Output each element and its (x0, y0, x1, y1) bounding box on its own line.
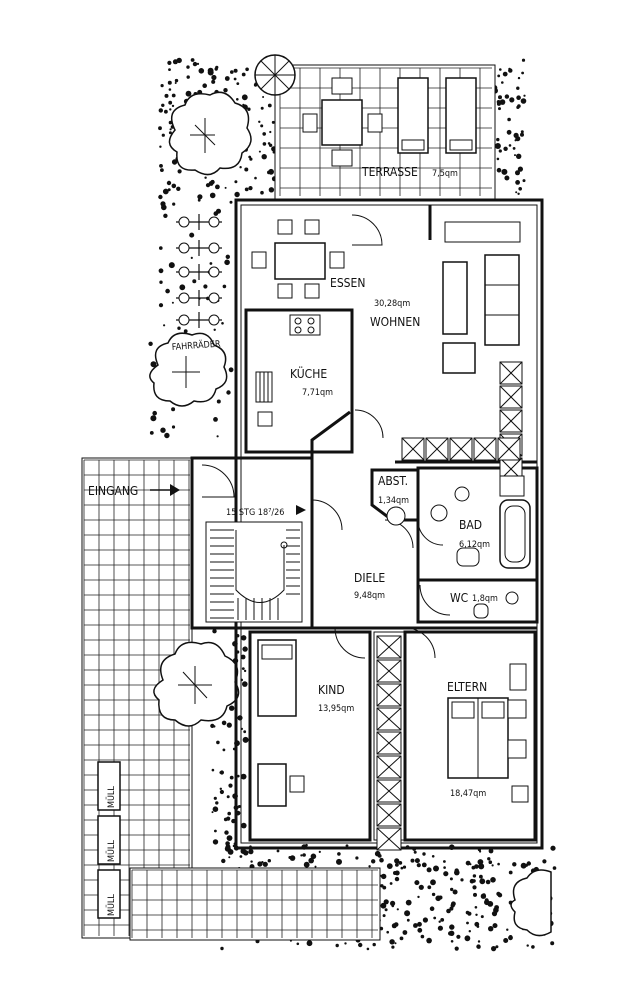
bath-fittings (430, 475, 531, 569)
double-bed-icon (447, 663, 529, 803)
stairs-label: 15 STG 18⁷/26 (226, 508, 284, 518)
bicycles-label: FAHRRÄDER (171, 339, 221, 353)
room-name-essen: ESSEN (330, 276, 365, 290)
wc-fittings (473, 591, 519, 619)
light-fixture-icon (386, 506, 406, 526)
terrace-area: 7,5qm (432, 169, 458, 179)
trash-label: MÜLL (106, 840, 117, 862)
trash-label: MÜLL (106, 894, 117, 916)
tree-icon (149, 332, 228, 407)
entrance-label: EINGANG (88, 484, 138, 498)
terrace-table-icon (302, 77, 383, 167)
lower-paving (129, 867, 381, 941)
room-area-kind: 13,95qm (318, 704, 354, 714)
sun-lounger-icon (397, 77, 477, 154)
shelf-icon (401, 361, 523, 481)
room-name-diele: DIELE (354, 571, 385, 585)
parasol-icon (254, 54, 296, 96)
room-area-bad: 6,12qm (459, 540, 490, 550)
terrace-name: TERRASSE (361, 165, 418, 179)
kids-bed-icon (257, 639, 297, 717)
tree-icon (153, 641, 240, 727)
bicycle-rack-icon (176, 214, 222, 328)
kitchen-fittings (255, 314, 321, 427)
desk-icon (257, 763, 305, 807)
room-name-eltern: ELTERN (447, 680, 487, 694)
trash-label: MÜLL (106, 786, 117, 808)
tree-icon (168, 91, 252, 176)
room-area-kueche: 7,71qm (302, 388, 333, 398)
room-area-eltern: 18,47qm (450, 789, 486, 799)
tree-icon (510, 869, 552, 937)
room-labels: ESSEN 30,28qm WOHNEN KÜCHE 7,71qm ABST. … (226, 276, 498, 799)
room-area-wc: 1,8qm (472, 594, 498, 604)
room-name-wohnen: WOHNEN (370, 315, 420, 329)
room-area-abst: 1,34qm (378, 496, 409, 506)
trash-bins: MÜLL MÜLL MÜLL (97, 761, 121, 919)
room-name-kind: KIND (318, 683, 345, 697)
room-area-diele: 9,48qm (354, 591, 385, 601)
sofa-icon (442, 221, 521, 374)
dining-table-icon (251, 219, 345, 299)
room-name-wc: WC (450, 591, 468, 605)
room-name-bad: BAD (459, 518, 482, 532)
staircase (205, 505, 306, 623)
entrance-arrow-icon (150, 484, 180, 496)
room-name-kueche: KÜCHE (290, 365, 327, 381)
terrace-label: TERRASSE 7,5qm (361, 165, 458, 179)
room-area-wohnen: 30,28qm (374, 299, 410, 309)
building-walls (190, 198, 544, 851)
room-name-abst: ABST. (378, 474, 408, 488)
